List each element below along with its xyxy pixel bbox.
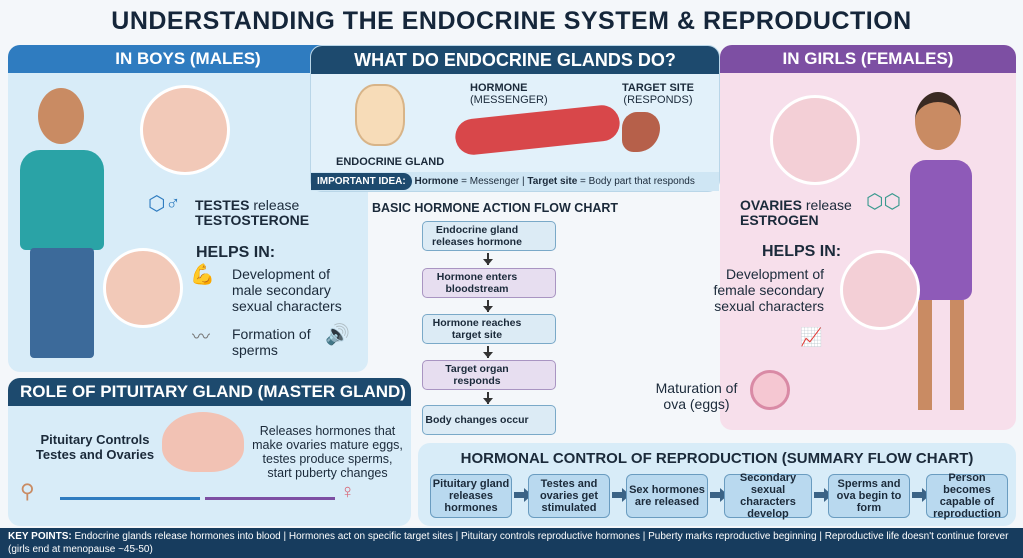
flow-arrow: [483, 253, 493, 265]
summary-step-3: Sex hormones are released: [626, 474, 708, 518]
summary-step-6: Person becomes capable of reproduction: [926, 472, 1008, 520]
summary-title: HORMONAL CONTROL OF REPRODUCTION (SUMMAR…: [460, 450, 974, 467]
important-idea: IMPORTANT IDEA: Hormone = Messenger | Ta…: [311, 172, 719, 191]
flow-step-5: Body changes occur: [422, 405, 556, 435]
pituitary-left-text: Pituitary Controls Testes and Ovaries: [35, 432, 155, 462]
growth-chart-icon: 📈: [800, 327, 823, 347]
summary-arrow: [514, 488, 532, 502]
flow-arrow: [483, 392, 493, 404]
uterus-icon: ♀: [340, 481, 355, 503]
endocrine-gland-cell: [355, 84, 405, 146]
girls-item-1: Development of female secondary sexual c…: [713, 266, 824, 314]
boys-helps-label: HELPS IN:: [196, 244, 276, 261]
testes-icon: ⚲: [20, 481, 35, 503]
girls-header: IN GIRLS (FEMALES): [720, 45, 1016, 73]
flow-step-3: Hormone reaches target site: [422, 314, 556, 344]
gland-label: ENDOCRINE GLAND: [336, 156, 445, 168]
girls-helps-label: HELPS IN:: [762, 243, 842, 260]
flow-arrow: [483, 346, 493, 358]
purple-arrow-to-ovaries: [205, 497, 335, 500]
molecule-icon: ⬡⬡: [866, 191, 901, 213]
testes-illustration-top: [140, 85, 230, 175]
flow-step-2: Hormone enters bloodstream: [422, 268, 556, 298]
flow-step-1: Endocrine gland releases hormone: [422, 221, 556, 251]
summary-step-2: Testes and ovaries get stimulated: [528, 474, 610, 518]
summary-arrow: [612, 488, 630, 502]
sperm-icon: 〰: [192, 327, 210, 347]
ovary-illustration-top: [770, 95, 860, 185]
summary-arrow: [710, 488, 728, 502]
pituitary-header: ROLE OF PITUITARY GLAND (MASTER GLAND): [8, 378, 411, 406]
what-header: WHAT DO ENDOCRINE GLANDS DO?: [311, 46, 719, 74]
summary-arrow: [912, 488, 930, 502]
summary-step-1: Pituitary gland releases hormones: [430, 474, 512, 518]
testes-illustration-bottom: [103, 248, 183, 328]
target-label: TARGET SITE(RESPONDS): [622, 82, 694, 106]
boys-item-2: Formation of sperms: [232, 326, 311, 358]
hormone-label: HORMONE(MESSENGER): [470, 82, 548, 106]
speaker-icon: 🔊: [325, 324, 350, 346]
summary-panel: [418, 443, 1016, 526]
ovum-icon: [750, 370, 790, 410]
summary-step-4: Secondary sexual characters develop: [724, 472, 812, 520]
summary-step-5: Sperms and ova begin to form: [828, 474, 910, 518]
boys-item-1: Development of male secondary sexual cha…: [232, 266, 342, 314]
ovary-illustration-bottom: [840, 250, 920, 330]
flow-title: BASIC HORMONE ACTION FLOW CHART: [372, 201, 619, 215]
brain-illustration: [162, 412, 244, 472]
boys-header: IN BOYS (MALES): [8, 45, 368, 73]
girls-item-2: Maturation of ova (eggs): [655, 380, 738, 412]
molecule-icon: ⬡♂: [148, 193, 181, 215]
blue-arrow-to-testes: [60, 497, 200, 500]
flow-arrow: [483, 300, 493, 312]
summary-arrow: [814, 488, 832, 502]
muscle-icon: 💪: [190, 264, 215, 286]
key-points-bar: KEY POINTS: Endocrine glands release hor…: [0, 528, 1023, 558]
page-title: UNDERSTANDING THE ENDOCRINE SYSTEM & REP…: [111, 7, 912, 35]
flow-step-4: Target organ responds: [422, 360, 556, 390]
pituitary-right-text: Releases hormones that make ovaries matu…: [252, 424, 403, 480]
